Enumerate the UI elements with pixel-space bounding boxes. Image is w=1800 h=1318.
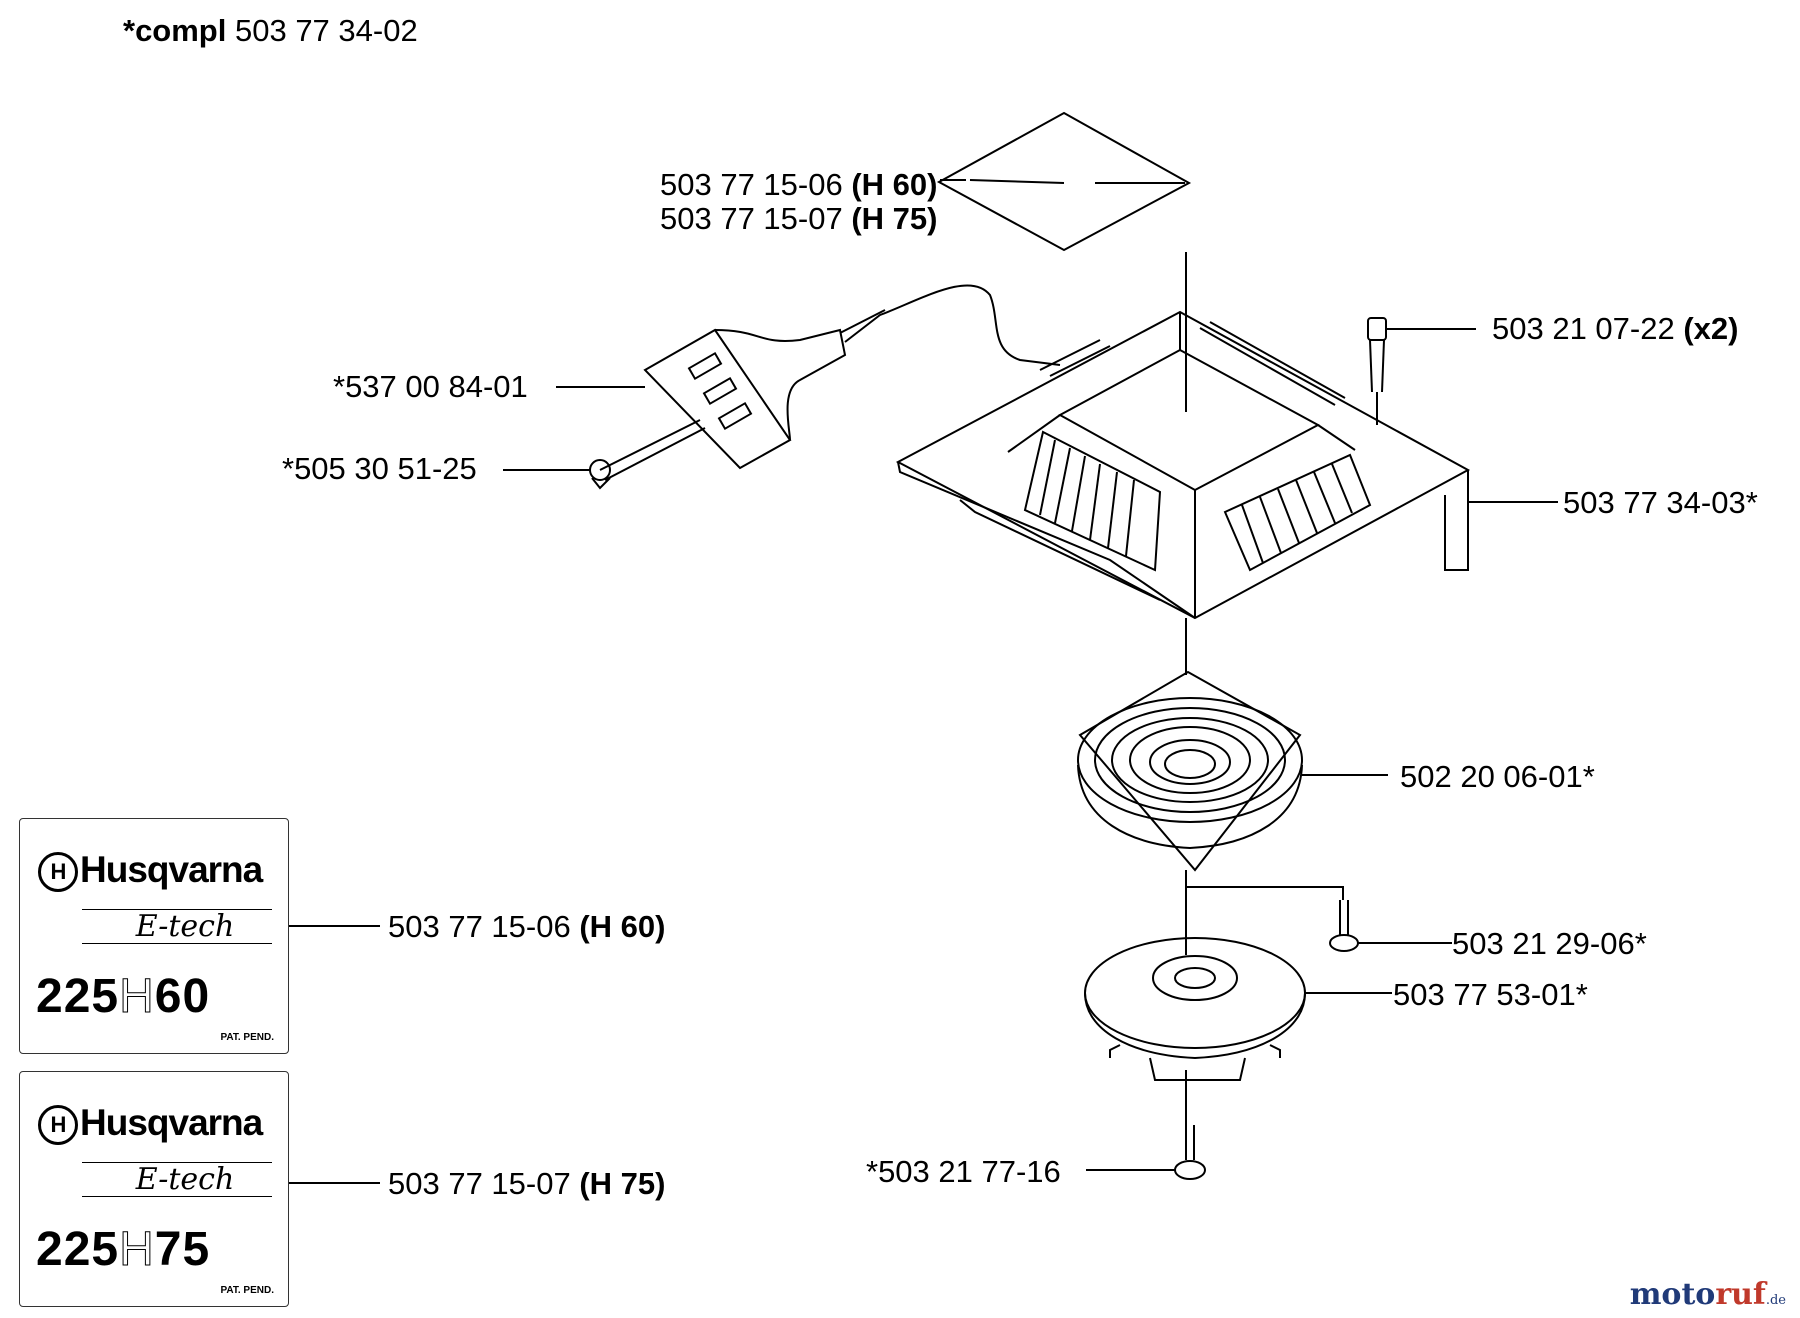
- husqvarna-logo-icon: H: [38, 1105, 78, 1146]
- label-screw-top: 503 21 07-22 (x2): [1492, 311, 1739, 346]
- decal-patent-note: PAT. PEND.: [220, 1285, 274, 1296]
- starter-handle: [643, 328, 847, 470]
- label-rope-clip: *505 30 51-25: [282, 451, 477, 486]
- starter-housing: [895, 310, 1471, 620]
- decal-patent-note: PAT. PEND.: [220, 1032, 274, 1043]
- starter-rope: [844, 284, 1061, 366]
- label-decal-h75: 503 77 15-07 (H 75): [388, 1166, 666, 1201]
- screw-top: [1367, 317, 1476, 425]
- label-screw-bottom: *503 21 77-16: [866, 1154, 1061, 1189]
- label-pulley: 503 77 53-01*: [1393, 977, 1588, 1012]
- decal-model: 225H75: [36, 1223, 211, 1277]
- label-housing: 503 77 34-03*: [1563, 485, 1758, 520]
- screw-bottom: [1086, 1125, 1206, 1180]
- decal-rule: [82, 943, 272, 944]
- starter-pulley: [1084, 937, 1392, 1081]
- label-filter-h60: 503 77 15-06 (H 60): [660, 167, 938, 202]
- decal-rule: [82, 909, 272, 910]
- header-prefix: *compl: [123, 13, 227, 48]
- header-number: 503 77 34-02: [234, 13, 418, 48]
- decal-rule: [82, 1162, 272, 1163]
- filter-sheet: [936, 111, 1192, 252]
- recoil-spring: [1077, 670, 1303, 872]
- assembly-header: *compl 503 77 34-02: [123, 14, 418, 48]
- label-screw-middle: 503 21 29-06*: [1452, 926, 1647, 961]
- label-filter-h75: 503 77 15-07 (H 75): [660, 201, 938, 236]
- label-spring: 502 20 06-01*: [1400, 759, 1595, 794]
- decal-subtitle: E-tech: [135, 909, 235, 944]
- label-decal-h60: 503 77 15-06 (H 60): [388, 909, 666, 944]
- screw-middle: [1329, 900, 1452, 952]
- label-handle: *537 00 84-01: [333, 369, 528, 404]
- decal-model: 225H60: [36, 970, 211, 1024]
- husqvarna-logo-icon: H: [38, 852, 78, 893]
- watermark: motoruf.de: [1629, 1277, 1786, 1312]
- decal-rule: [82, 1196, 272, 1197]
- rope-clip: [589, 459, 611, 490]
- decal-subtitle: E-tech: [135, 1162, 235, 1197]
